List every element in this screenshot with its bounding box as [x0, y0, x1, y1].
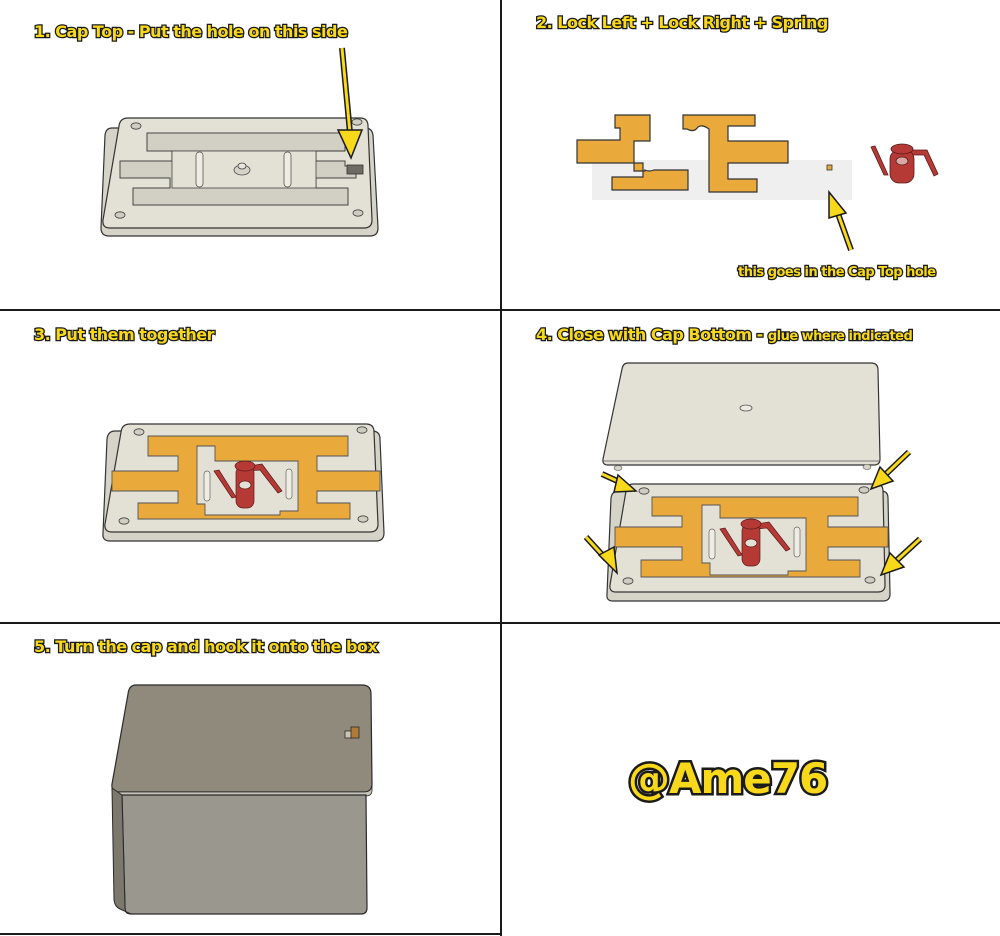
- glue-arrow-bottom-right-icon: [879, 536, 923, 577]
- glue-arrow-bottom-left-icon: [583, 534, 618, 576]
- grid-vertical-divider: [500, 0, 502, 936]
- cap-top-hole-note: this goes in the Cap Top hole: [737, 264, 938, 282]
- step-4-title-main: 4. Close with Cap Bottom -: [535, 324, 768, 346]
- assembled-illustration: [102, 423, 385, 542]
- step-3-panel: 3. Put them together: [0, 311, 500, 622]
- step-5-panel: 5. Turn the cap and hook it onto the box: [0, 624, 500, 933]
- spring-part: [870, 143, 939, 184]
- step-2-title: 2. Lock Left + Lock Right + Spring: [535, 12, 830, 34]
- cap-top-illustration: [100, 47, 379, 237]
- grid-bottom-border: [0, 933, 502, 935]
- step-2-panel: 2. Lock Left + Lock Right + Spring this …: [502, 0, 1000, 309]
- locks-and-spring-illustration: [576, 114, 939, 252]
- grid-horizontal-divider-1: [0, 309, 1000, 311]
- arrow-icon: [828, 189, 854, 252]
- step-4-panel: 4. Close with Cap Bottom - glue where in…: [502, 311, 1000, 622]
- step-3-title: 3. Put them together: [33, 324, 216, 346]
- step-1-title: 1. Cap Top - Put the hole on this side: [33, 21, 349, 43]
- step-4-title: 4. Close with Cap Bottom - glue where in…: [535, 324, 915, 346]
- step-1-panel: 1. Cap Top - Put the hole on this side: [0, 0, 500, 309]
- glue-arrow-top-left-icon: [600, 471, 638, 493]
- grid-horizontal-divider-2: [0, 622, 1000, 624]
- author-credit: @Ame76: [625, 752, 830, 806]
- step-4-title-glue: glue where indicated: [767, 328, 915, 346]
- cap-bottom-illustration: [583, 362, 923, 602]
- glue-arrow-top-right-icon: [869, 449, 912, 491]
- credit-panel: @Ame76: [502, 624, 1000, 936]
- step-5-title: 5. Turn the cap and hook it onto the box: [33, 636, 379, 658]
- arrow-icon: [336, 47, 364, 160]
- closed-box-illustration: [111, 684, 373, 915]
